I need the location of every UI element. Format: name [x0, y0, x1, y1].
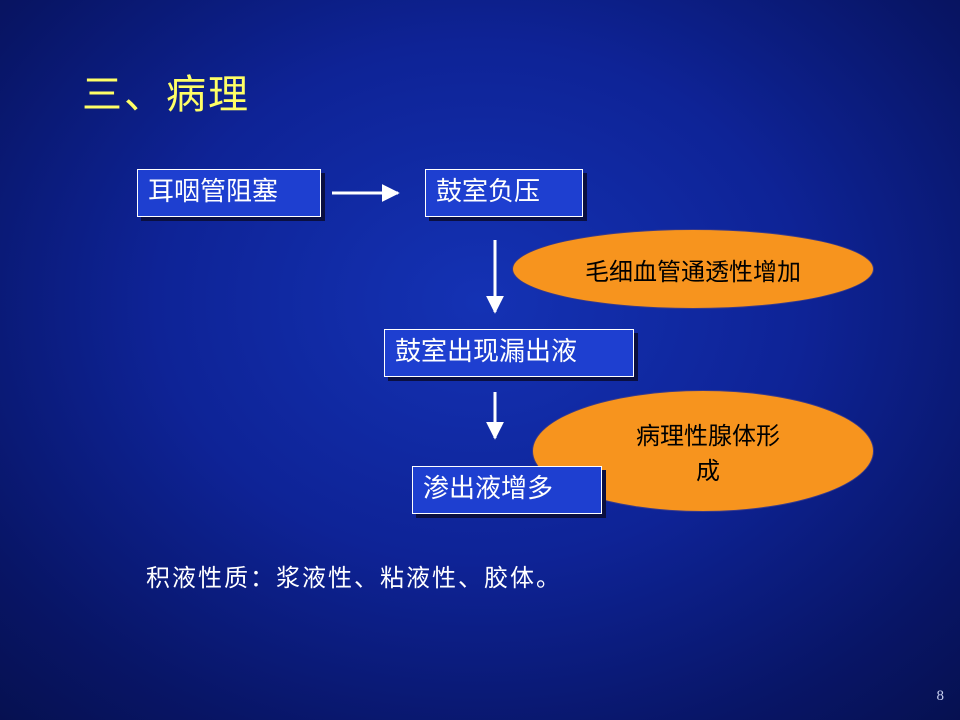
slide-title: 三、病理 — [82, 72, 250, 118]
negative-pressure-box: 鼓室负压 — [425, 169, 583, 217]
page-number: 8 — [936, 688, 945, 704]
gland-formation-line2: 成 — [696, 457, 720, 485]
exudate-appears-box: 鼓室出现漏出液 — [384, 329, 634, 377]
capillary-permeability-ellipse: 毛细血管通透性增加 — [512, 229, 874, 309]
gland-formation-line1: 病理性腺体形 — [636, 422, 780, 450]
eustachian-tube-blockage-box: 耳咽管阻塞 — [137, 169, 321, 217]
exudate-increases-box: 渗出液增多 — [412, 466, 602, 514]
effusion-nature-note: 积液性质：浆液性、粘液性、胶体。 — [146, 564, 562, 592]
capillary-permeability-label: 毛细血管通透性增加 — [585, 257, 801, 286]
